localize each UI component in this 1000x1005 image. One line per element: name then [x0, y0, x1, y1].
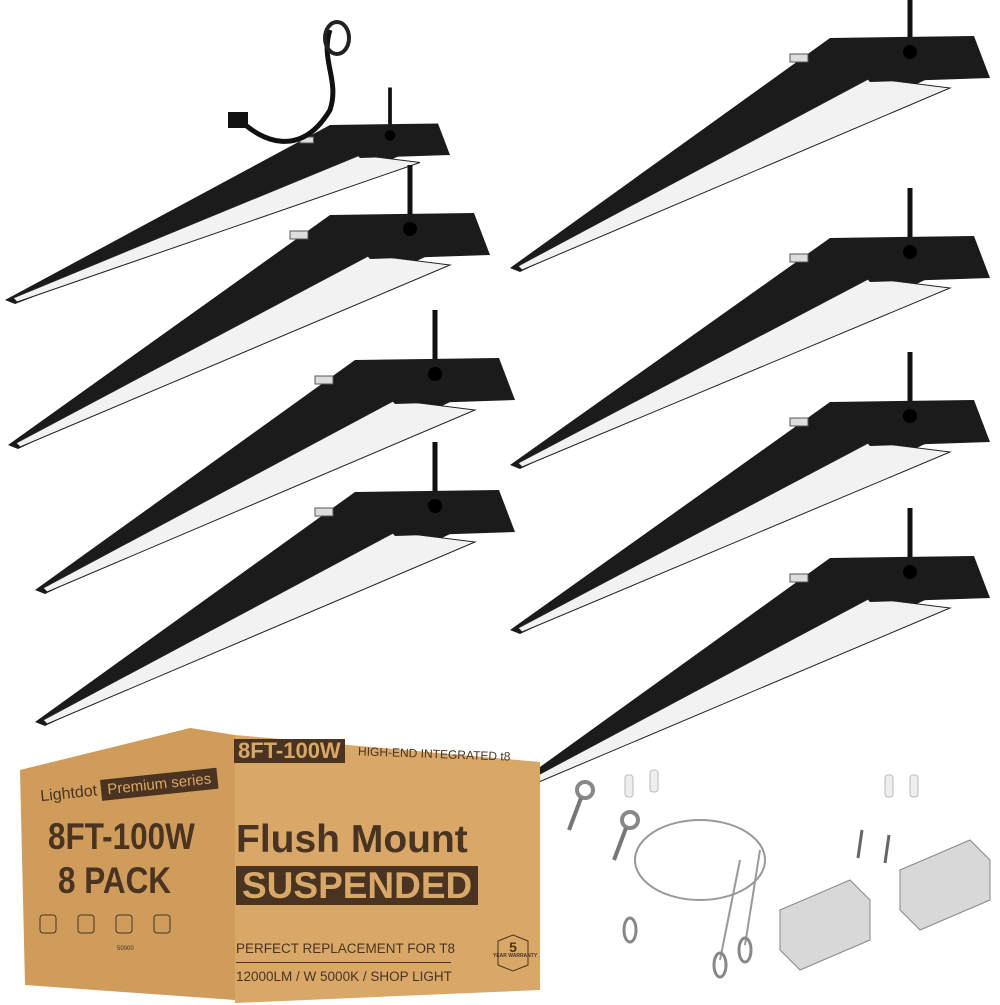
mounting-clip: [314, 507, 334, 517]
warranty-shield-icon: [497, 934, 529, 972]
mounting-clip: [314, 375, 334, 385]
eye-hook-screw: [612, 827, 628, 861]
mounting-clip: [789, 53, 809, 63]
wall-anchor-icon: [884, 774, 894, 798]
mounting-clip: [789, 253, 809, 263]
carabiner-icon: [737, 936, 753, 964]
eye-hook-icon: [620, 810, 640, 830]
spec-line: 12000LM / W 5000K / SHOP LIGHT: [236, 969, 452, 984]
screw-icon: [883, 834, 891, 864]
wall-anchor-icon: [624, 774, 634, 798]
fixture-diffuser: [15, 254, 452, 448]
lifespan-value: 50000: [117, 946, 134, 952]
hanging-hook-icon: [323, 20, 351, 56]
carabiner-icon: [622, 916, 638, 944]
fixture-diffuser: [42, 399, 477, 593]
mounting-clip: [289, 230, 309, 240]
cord-grommet: [403, 222, 417, 236]
plug-cord: [238, 29, 336, 144]
eye-hook-screw: [567, 797, 583, 831]
front-model: 8FT-100W: [234, 739, 345, 763]
fixture-diffuser: [517, 77, 952, 271]
plug-icon: [228, 112, 248, 128]
cri-icon: [77, 914, 95, 934]
mounting-bracket-icon: [779, 879, 871, 971]
mounting-clip: [789, 417, 809, 427]
wall-anchor-icon: [909, 774, 919, 798]
cord-grommet: [384, 130, 396, 141]
hanging-wire-ends: [719, 849, 761, 961]
subheadline: SUSPENDED: [236, 866, 479, 905]
fixture-diffuser: [517, 277, 952, 468]
cord-grommet: [903, 409, 917, 423]
replacement-line: PERFECT REPLACEMENT FOR T8: [236, 941, 456, 956]
eye-hook-icon: [575, 780, 595, 800]
screw-icon: [856, 829, 864, 859]
wall-anchor-icon: [649, 769, 659, 793]
certified-icon: [39, 914, 57, 934]
mounting-clip: [789, 573, 809, 583]
fixture-diffuser: [517, 441, 952, 633]
cord-grommet: [903, 45, 917, 59]
lifespan-icon: [115, 914, 133, 934]
fixture-diffuser: [12, 154, 421, 303]
headline: Flush Mount: [236, 818, 468, 861]
divider: [236, 962, 451, 963]
carabiner-icon: [712, 951, 728, 979]
cord-grommet: [903, 245, 917, 259]
fixture-diffuser: [42, 531, 477, 725]
mounting-bracket-icon: [899, 839, 991, 931]
box-side: [20, 728, 235, 1000]
cord-grommet: [903, 565, 917, 579]
side-model: 8FT-100W: [48, 816, 195, 857]
soft-light-icon: [153, 914, 171, 934]
side-pack: 8 PACK: [58, 860, 172, 901]
cord-grommet: [428, 367, 442, 381]
cord-grommet: [428, 499, 442, 513]
warranty-badge: 5 YEAR WARRANTY: [493, 939, 538, 959]
hanging-wire: [634, 819, 766, 901]
